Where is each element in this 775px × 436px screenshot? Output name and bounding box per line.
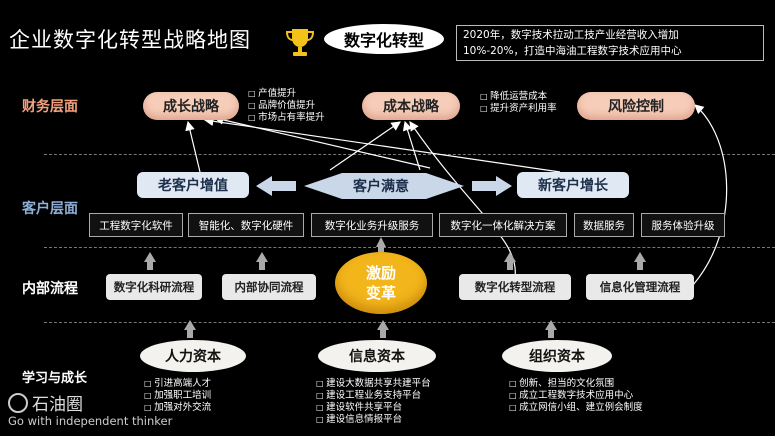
- customer-satisfaction: 客户满意: [353, 179, 409, 195]
- info-management-process: 信息化管理流程: [586, 274, 694, 300]
- information-capital: 信息资本: [318, 340, 436, 372]
- information-capital-bullets: 建设大数据共享共建平台 建设工程业务支持平台 建设软件共享平台 建设信息情报平台: [316, 378, 431, 426]
- digital-transformation-process: 数字化转型流程: [459, 274, 571, 300]
- goal-note-line1: 2020年，数字技术拉动工技产业经营收入增加: [463, 29, 679, 41]
- human-capital: 人力资本: [140, 340, 246, 372]
- digital-transformation-badge: 数字化转型: [324, 24, 444, 54]
- human-capital-bullets: 引进高端人才 加强职工培训 加强对外交流: [144, 378, 211, 414]
- growth-bullet: 市场占有率提升: [248, 112, 325, 124]
- internal-collaboration-process: 内部协同流程: [222, 274, 316, 300]
- new-customer-growth: 新客户增长: [517, 172, 629, 198]
- risk-control: 风险控制: [577, 92, 695, 120]
- human-bullet: 加强职工培训: [144, 390, 211, 402]
- service-box: 服务体验升级: [641, 213, 725, 237]
- service-box: 智能化、数字化硬件: [188, 213, 304, 237]
- customer-layer-label: 客户层面: [22, 201, 78, 217]
- cost-bullet: 提升资产利用率: [480, 103, 557, 115]
- goal-note: 2020年，数字技术拉动工技产业经营收入增加 10%-20%，打造中海油工程数字…: [456, 25, 764, 61]
- org-bullet: 成立网信小组、建立例会制度: [509, 402, 643, 414]
- human-bullet: 加强对外交流: [144, 402, 211, 414]
- organization-capital: 组织资本: [502, 340, 612, 372]
- trophy-icon: [285, 29, 315, 56]
- service-box: 数字化一体化解决方案: [439, 213, 567, 237]
- incentive-line1: 激励: [365, 264, 396, 282]
- cost-bullet: 降低运营成本: [480, 91, 557, 103]
- divider-process-learning: [44, 322, 775, 323]
- incentive-reform: 激励 变革: [335, 252, 427, 314]
- growth-bullet: 产值提升: [248, 88, 325, 100]
- watermark-logo: 石油圈: [8, 390, 83, 415]
- info-bullet: 建设工程业务支持平台: [316, 390, 431, 402]
- digital-rnd-process: 数字化科研流程: [106, 274, 202, 300]
- page-title: 企业数字化转型战略地图: [9, 28, 251, 52]
- org-bullet: 成立工程数字技术应用中心: [509, 390, 643, 402]
- incentive-line2: 变革: [365, 284, 396, 302]
- service-box: 工程数字化软件: [89, 213, 183, 237]
- human-bullet: 引进高端人才: [144, 378, 211, 390]
- customer-satisfaction-shape: [256, 173, 512, 199]
- org-bullet: 创新、担当的文化氛围: [509, 378, 643, 390]
- cost-strategy: 成本战略: [362, 92, 460, 120]
- cost-bullets: 降低运营成本 提升资产利用率: [480, 91, 557, 115]
- service-box: 数字化业务升级服务: [311, 213, 433, 237]
- finance-layer-label: 财务层面: [22, 99, 78, 115]
- service-box: 数据服务: [574, 213, 634, 237]
- logo-name: 石油圈: [32, 395, 83, 415]
- info-bullet: 建设信息情报平台: [316, 414, 431, 426]
- divider-customer-process: [44, 247, 775, 248]
- goal-note-line2: 10%-20%，打造中海油工程数字技术应用中心: [463, 45, 682, 57]
- organization-capital-bullets: 创新、担当的文化氛围 成立工程数字技术应用中心 成立网信小组、建立例会制度: [509, 378, 643, 414]
- growth-strategy: 成长战略: [143, 92, 239, 120]
- old-customer-value: 老客户增值: [137, 172, 249, 198]
- logo-icon: [8, 393, 28, 413]
- info-bullet: 建设软件共享平台: [316, 402, 431, 414]
- process-layer-label: 内部流程: [22, 281, 78, 297]
- learning-layer-label: 学习与成长: [22, 371, 88, 386]
- watermark-slogan: Go with independent thinker: [8, 414, 173, 428]
- growth-bullet: 品牌价值提升: [248, 100, 325, 112]
- divider-finance-customer: [44, 154, 775, 155]
- info-bullet: 建设大数据共享共建平台: [316, 378, 431, 390]
- growth-bullets: 产值提升 品牌价值提升 市场占有率提升: [248, 88, 325, 124]
